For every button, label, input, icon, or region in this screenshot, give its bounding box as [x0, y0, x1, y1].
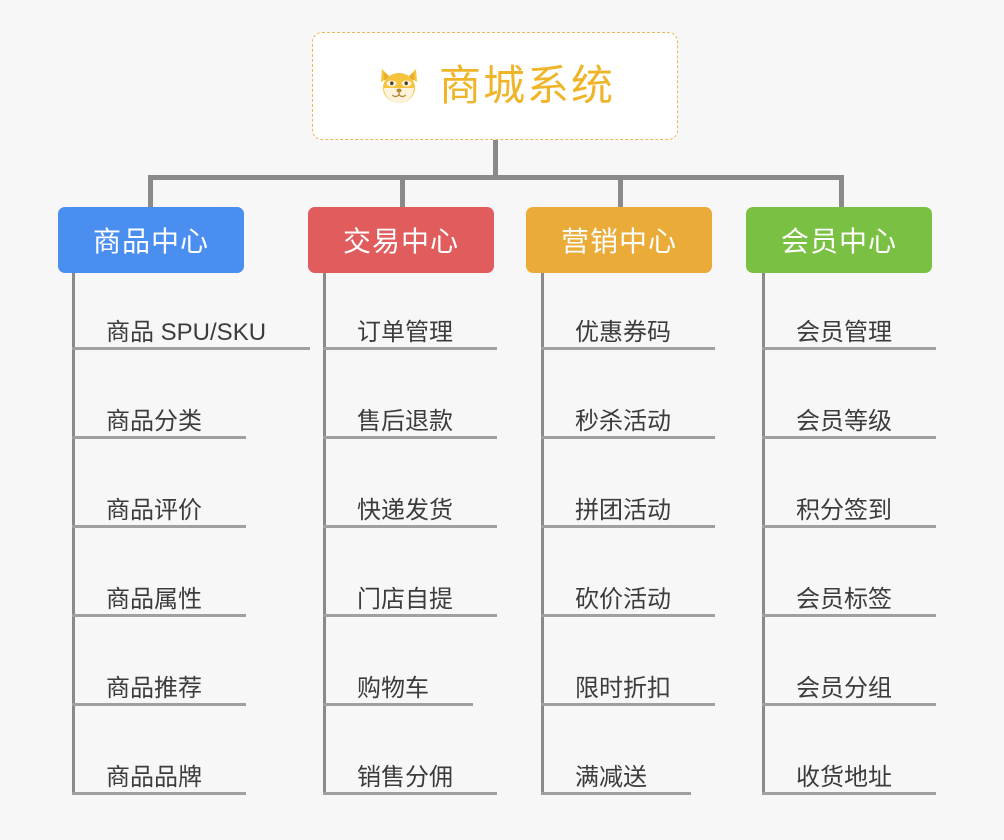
category-box-marketing-center[interactable]: 营销中心 — [526, 207, 712, 273]
category-box-member-center[interactable]: 会员中心 — [746, 207, 932, 273]
leaf-label: 会员分组 — [796, 675, 892, 702]
category-label-product-center: 商品中心 — [92, 226, 209, 257]
leaf-underline — [541, 614, 715, 617]
leaf-label: 售后退款 — [357, 408, 453, 435]
leaf-underline — [72, 792, 246, 795]
leaf-label: 砍价活动 — [575, 586, 671, 613]
connector-drop-trade-center — [400, 175, 405, 209]
category-box-trade-center[interactable]: 交易中心 — [308, 207, 494, 273]
leaf-underline — [762, 792, 936, 795]
leaf-label: 秒杀活动 — [575, 408, 671, 435]
category-label-trade-center: 交易中心 — [342, 226, 459, 257]
leaf-label: 满减送 — [575, 764, 647, 791]
branch-spine — [541, 272, 544, 795]
category-label-marketing-center: 营销中心 — [560, 226, 677, 257]
leaf-label: 积分签到 — [796, 497, 892, 524]
root-title: 商城系统 — [438, 62, 615, 109]
leaf-label: 商品 SPU/SKU — [106, 319, 267, 346]
leaf-label: 门店自提 — [357, 586, 453, 613]
leaf-underline — [323, 347, 497, 350]
leaf-underline — [72, 347, 310, 350]
leaf-label: 会员管理 — [796, 319, 892, 346]
leaf-underline — [541, 347, 715, 350]
leaf-label: 拼团活动 — [575, 497, 671, 524]
leaf-underline — [72, 614, 246, 617]
leaf-underline — [762, 436, 936, 439]
leaf-label: 会员标签 — [796, 586, 892, 613]
leaf-underline — [762, 703, 936, 706]
leaf-label: 限时折扣 — [575, 675, 671, 702]
leaf-underline — [762, 614, 936, 617]
branch-spine — [323, 272, 326, 795]
connector-drop-product-center — [148, 175, 153, 209]
leaf-underline — [323, 436, 497, 439]
leaf-underline — [541, 792, 691, 795]
leaf-underline — [323, 792, 497, 795]
leaf-label: 商品分类 — [106, 408, 202, 435]
leaf-underline — [762, 525, 936, 528]
leaf-label: 优惠券码 — [575, 319, 671, 346]
leaf-underline — [323, 525, 497, 528]
leaf-label: 商品评价 — [106, 497, 202, 524]
leaf-underline — [72, 525, 246, 528]
branch-spine — [72, 272, 75, 795]
leaf-underline — [541, 703, 715, 706]
connector-drop-member-center — [839, 175, 844, 209]
leaf-label: 会员等级 — [796, 408, 892, 435]
leaf-label: 销售分佣 — [357, 764, 453, 791]
leaf-underline — [762, 347, 936, 350]
shiba-dog-face-icon — [375, 62, 423, 110]
connector-drop-marketing-center — [618, 175, 623, 209]
root-node[interactable]: 商城系统 — [312, 32, 678, 140]
leaf-underline — [323, 703, 473, 706]
leaf-underline — [541, 525, 715, 528]
leaf-underline — [72, 703, 246, 706]
leaf-label: 购物车 — [357, 675, 429, 702]
category-box-product-center[interactable]: 商品中心 — [58, 207, 244, 273]
leaf-underline — [323, 614, 497, 617]
branch-spine — [762, 272, 765, 795]
leaf-underline — [541, 436, 715, 439]
leaf-label: 订单管理 — [357, 319, 453, 346]
leaf-underline — [72, 436, 246, 439]
connector-horizontal-bus — [148, 175, 844, 180]
connector-root-stem — [493, 140, 498, 178]
leaf-label: 商品属性 — [106, 586, 202, 613]
category-label-member-center: 会员中心 — [780, 226, 897, 257]
leaf-label: 收货地址 — [796, 764, 892, 791]
leaf-label: 商品推荐 — [106, 675, 202, 702]
leaf-label: 快递发货 — [357, 497, 453, 524]
leaf-label: 商品品牌 — [106, 764, 202, 791]
